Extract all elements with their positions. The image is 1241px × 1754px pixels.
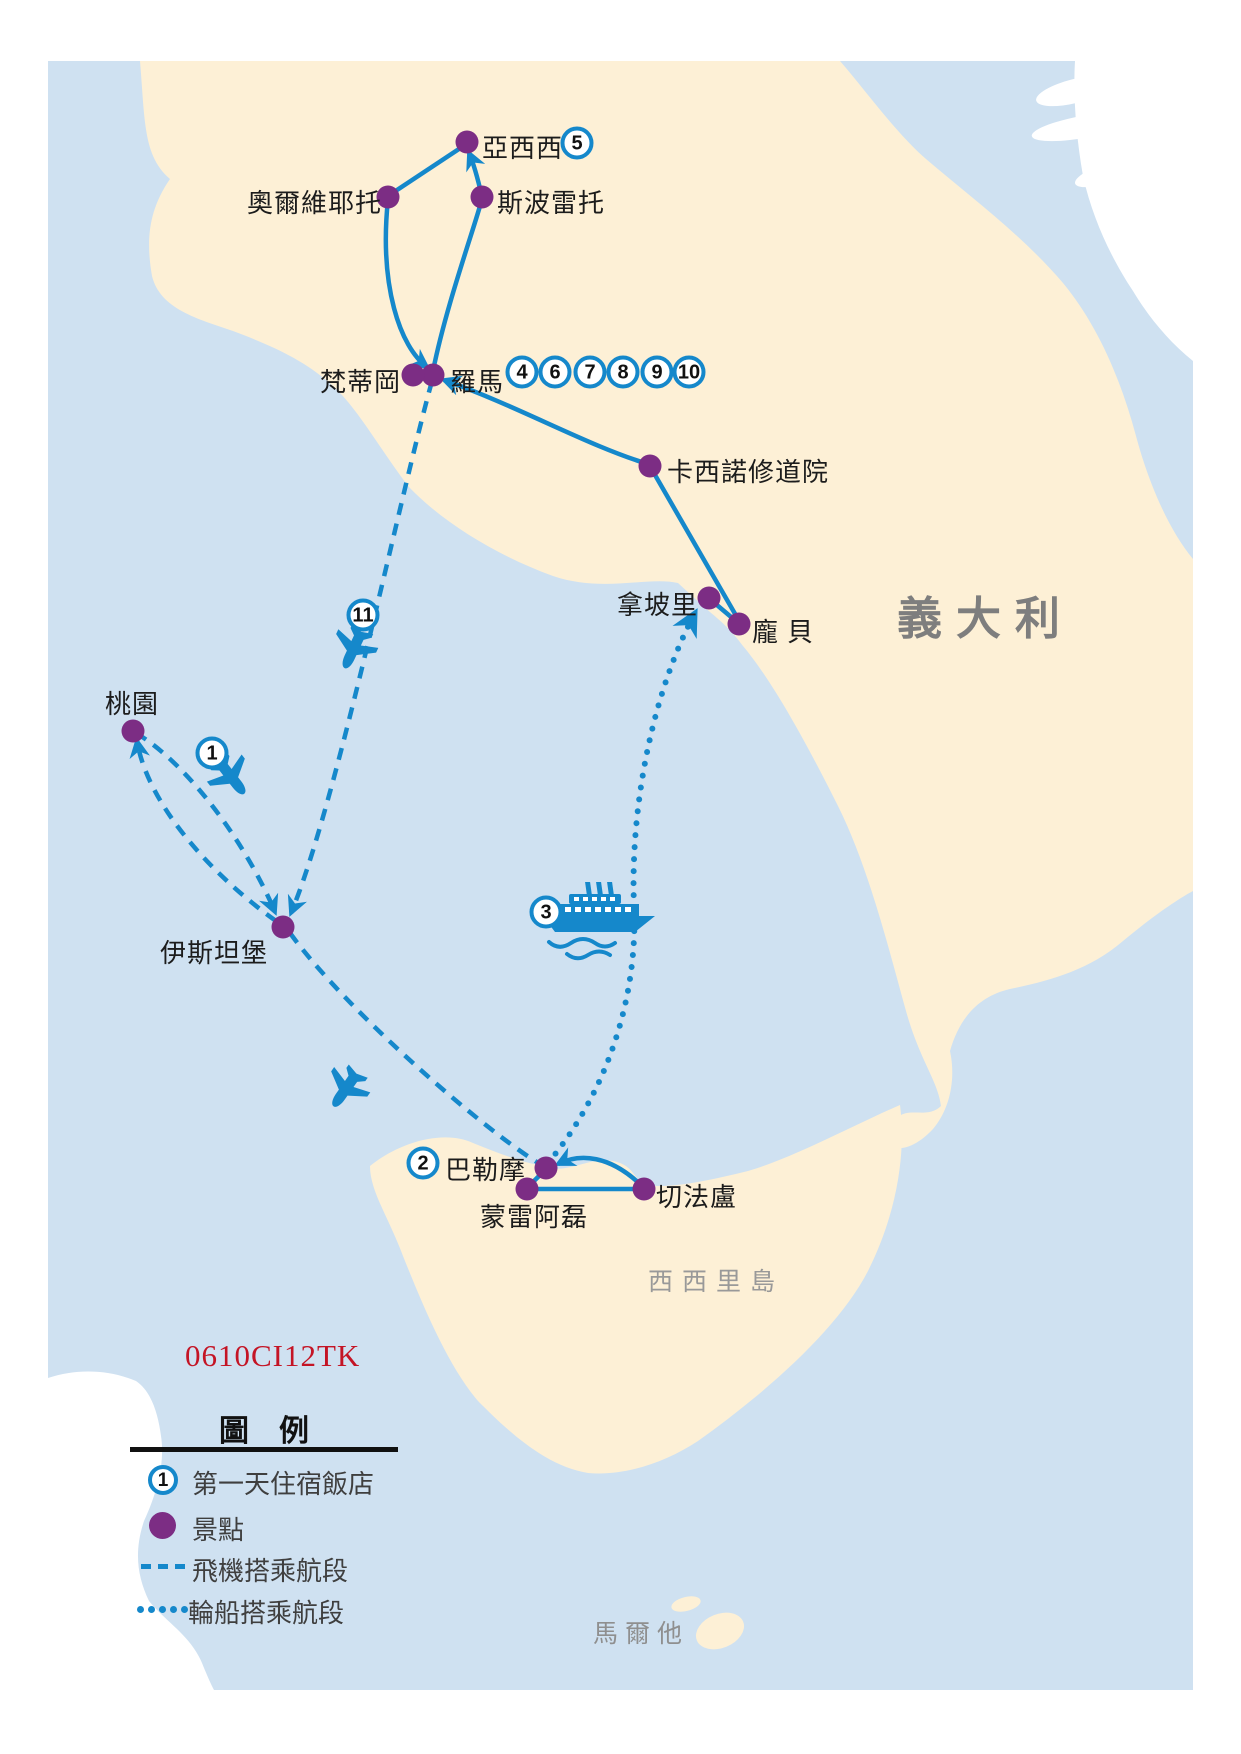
city-label-assisi: 亞西西 [482, 134, 564, 163]
city-dot-orvieto [376, 185, 400, 209]
route-palermo-naples-ship [545, 608, 698, 1166]
route-orvieto-rome [383, 198, 431, 370]
day-badge-rome: 6 [538, 355, 572, 389]
map-canvas: 桃園 伊斯坦堡 巴勒摩 蒙雷阿磊 切法盧 拿坡里 龐貝 卡西諾修道院 羅馬 梵蒂… [48, 61, 1193, 1690]
adriatic-island [1031, 112, 1135, 142]
city-dot-spoleto [470, 185, 494, 209]
city-label-orvieto: 奧爾維耶托 [247, 189, 383, 218]
day-badge-rome: 10 [672, 355, 706, 389]
city-label-cefalu: 切法盧 [656, 1183, 738, 1212]
route-cefalu-palermo [554, 1147, 644, 1188]
route-istanbul-palermo [288, 931, 542, 1166]
city-label-istanbul: 伊斯坦堡 [160, 939, 269, 968]
plane-icon [206, 752, 246, 795]
city-label-cassino: 卡西諾修道院 [667, 458, 830, 487]
gozo-island [671, 1596, 701, 1612]
city-dot-rome [421, 363, 445, 387]
country-label-italy: 義大利 [897, 594, 1075, 644]
legend-title: 圖 例 [219, 1415, 309, 1448]
legend-underline [130, 1447, 398, 1452]
legend-item-hotel: 第一天住宿飯店 [192, 1469, 375, 1499]
legend-dashed-line-sample [141, 1564, 185, 1569]
city-label-naples: 拿坡里 [617, 591, 699, 620]
region-label-malta: 馬爾他 [593, 1621, 690, 1648]
day-badge-palermo: 2 [406, 1146, 440, 1180]
city-label-spoleto: 斯波雷托 [497, 189, 606, 218]
leg-badge-ship: 3 [529, 895, 563, 929]
city-label-taoyuan: 桃園 [105, 690, 160, 719]
day-badge-assisi: 5 [560, 126, 594, 160]
route-taoyuan-istanbul [134, 731, 279, 916]
legend-numbered-circle: 1 [148, 1465, 178, 1495]
city-label-palermo: 巴勒摩 [445, 1156, 527, 1185]
city-label-vatican: 梵蒂岡 [320, 368, 402, 397]
day-badge-rome: 4 [505, 355, 539, 389]
legend-dotted-line-sample [137, 1606, 188, 1613]
legend-item-flight: 飛機搭乘航段 [192, 1556, 349, 1586]
city-dot-istanbul [271, 915, 295, 939]
route-istanbul-taoyuan [129, 736, 278, 923]
legend-item-poi: 景點 [192, 1515, 245, 1545]
city-label-pompeii: 龐貝 [752, 618, 823, 647]
legend-item-ship: 輪船搭乘航段 [188, 1598, 345, 1628]
city-dot-naples [697, 586, 721, 610]
adriatic-island [1036, 75, 1114, 107]
malta-island [695, 1612, 745, 1650]
region-label-sicily: 西西里島 [648, 1269, 785, 1296]
legend-poi-dot [149, 1512, 176, 1539]
day-badge-rome: 8 [606, 355, 640, 389]
city-dot-taoyuan [121, 719, 145, 743]
plane-icon [331, 1064, 371, 1107]
plane-icon [336, 624, 379, 669]
sicily-landmass [370, 1105, 902, 1474]
north-africa-landmass [48, 1371, 214, 1690]
route-cassino-pompeii [649, 466, 740, 621]
day-badge-rome: 7 [573, 355, 607, 389]
city-dot-pompeii [727, 612, 751, 636]
route-assisi-orvieto [389, 143, 467, 196]
city-dot-monreale [515, 1177, 539, 1201]
route-rome-spoleto [430, 198, 485, 372]
balkan-landmass [1074, 61, 1193, 361]
leg-badge-outbound-flight: 1 [195, 736, 229, 770]
day-badge-rome: 9 [640, 355, 674, 389]
tour-code: 0610CI12TK [185, 1338, 361, 1373]
city-label-rome: 羅馬 [450, 368, 505, 397]
map-base-svg [48, 61, 1193, 1690]
city-dot-vatican [401, 363, 425, 387]
route-cassino-rome [440, 375, 649, 467]
city-label-monreale: 蒙雷阿磊 [480, 1203, 589, 1232]
leg-badge-return-flight: 11 [346, 598, 380, 632]
city-dot-cefalu [632, 1177, 656, 1201]
ship-icon [543, 882, 655, 961]
city-dot-assisi [455, 130, 479, 154]
adriatic-island [1075, 152, 1159, 188]
city-dot-palermo [534, 1156, 558, 1180]
city-dot-cassino [638, 454, 662, 478]
